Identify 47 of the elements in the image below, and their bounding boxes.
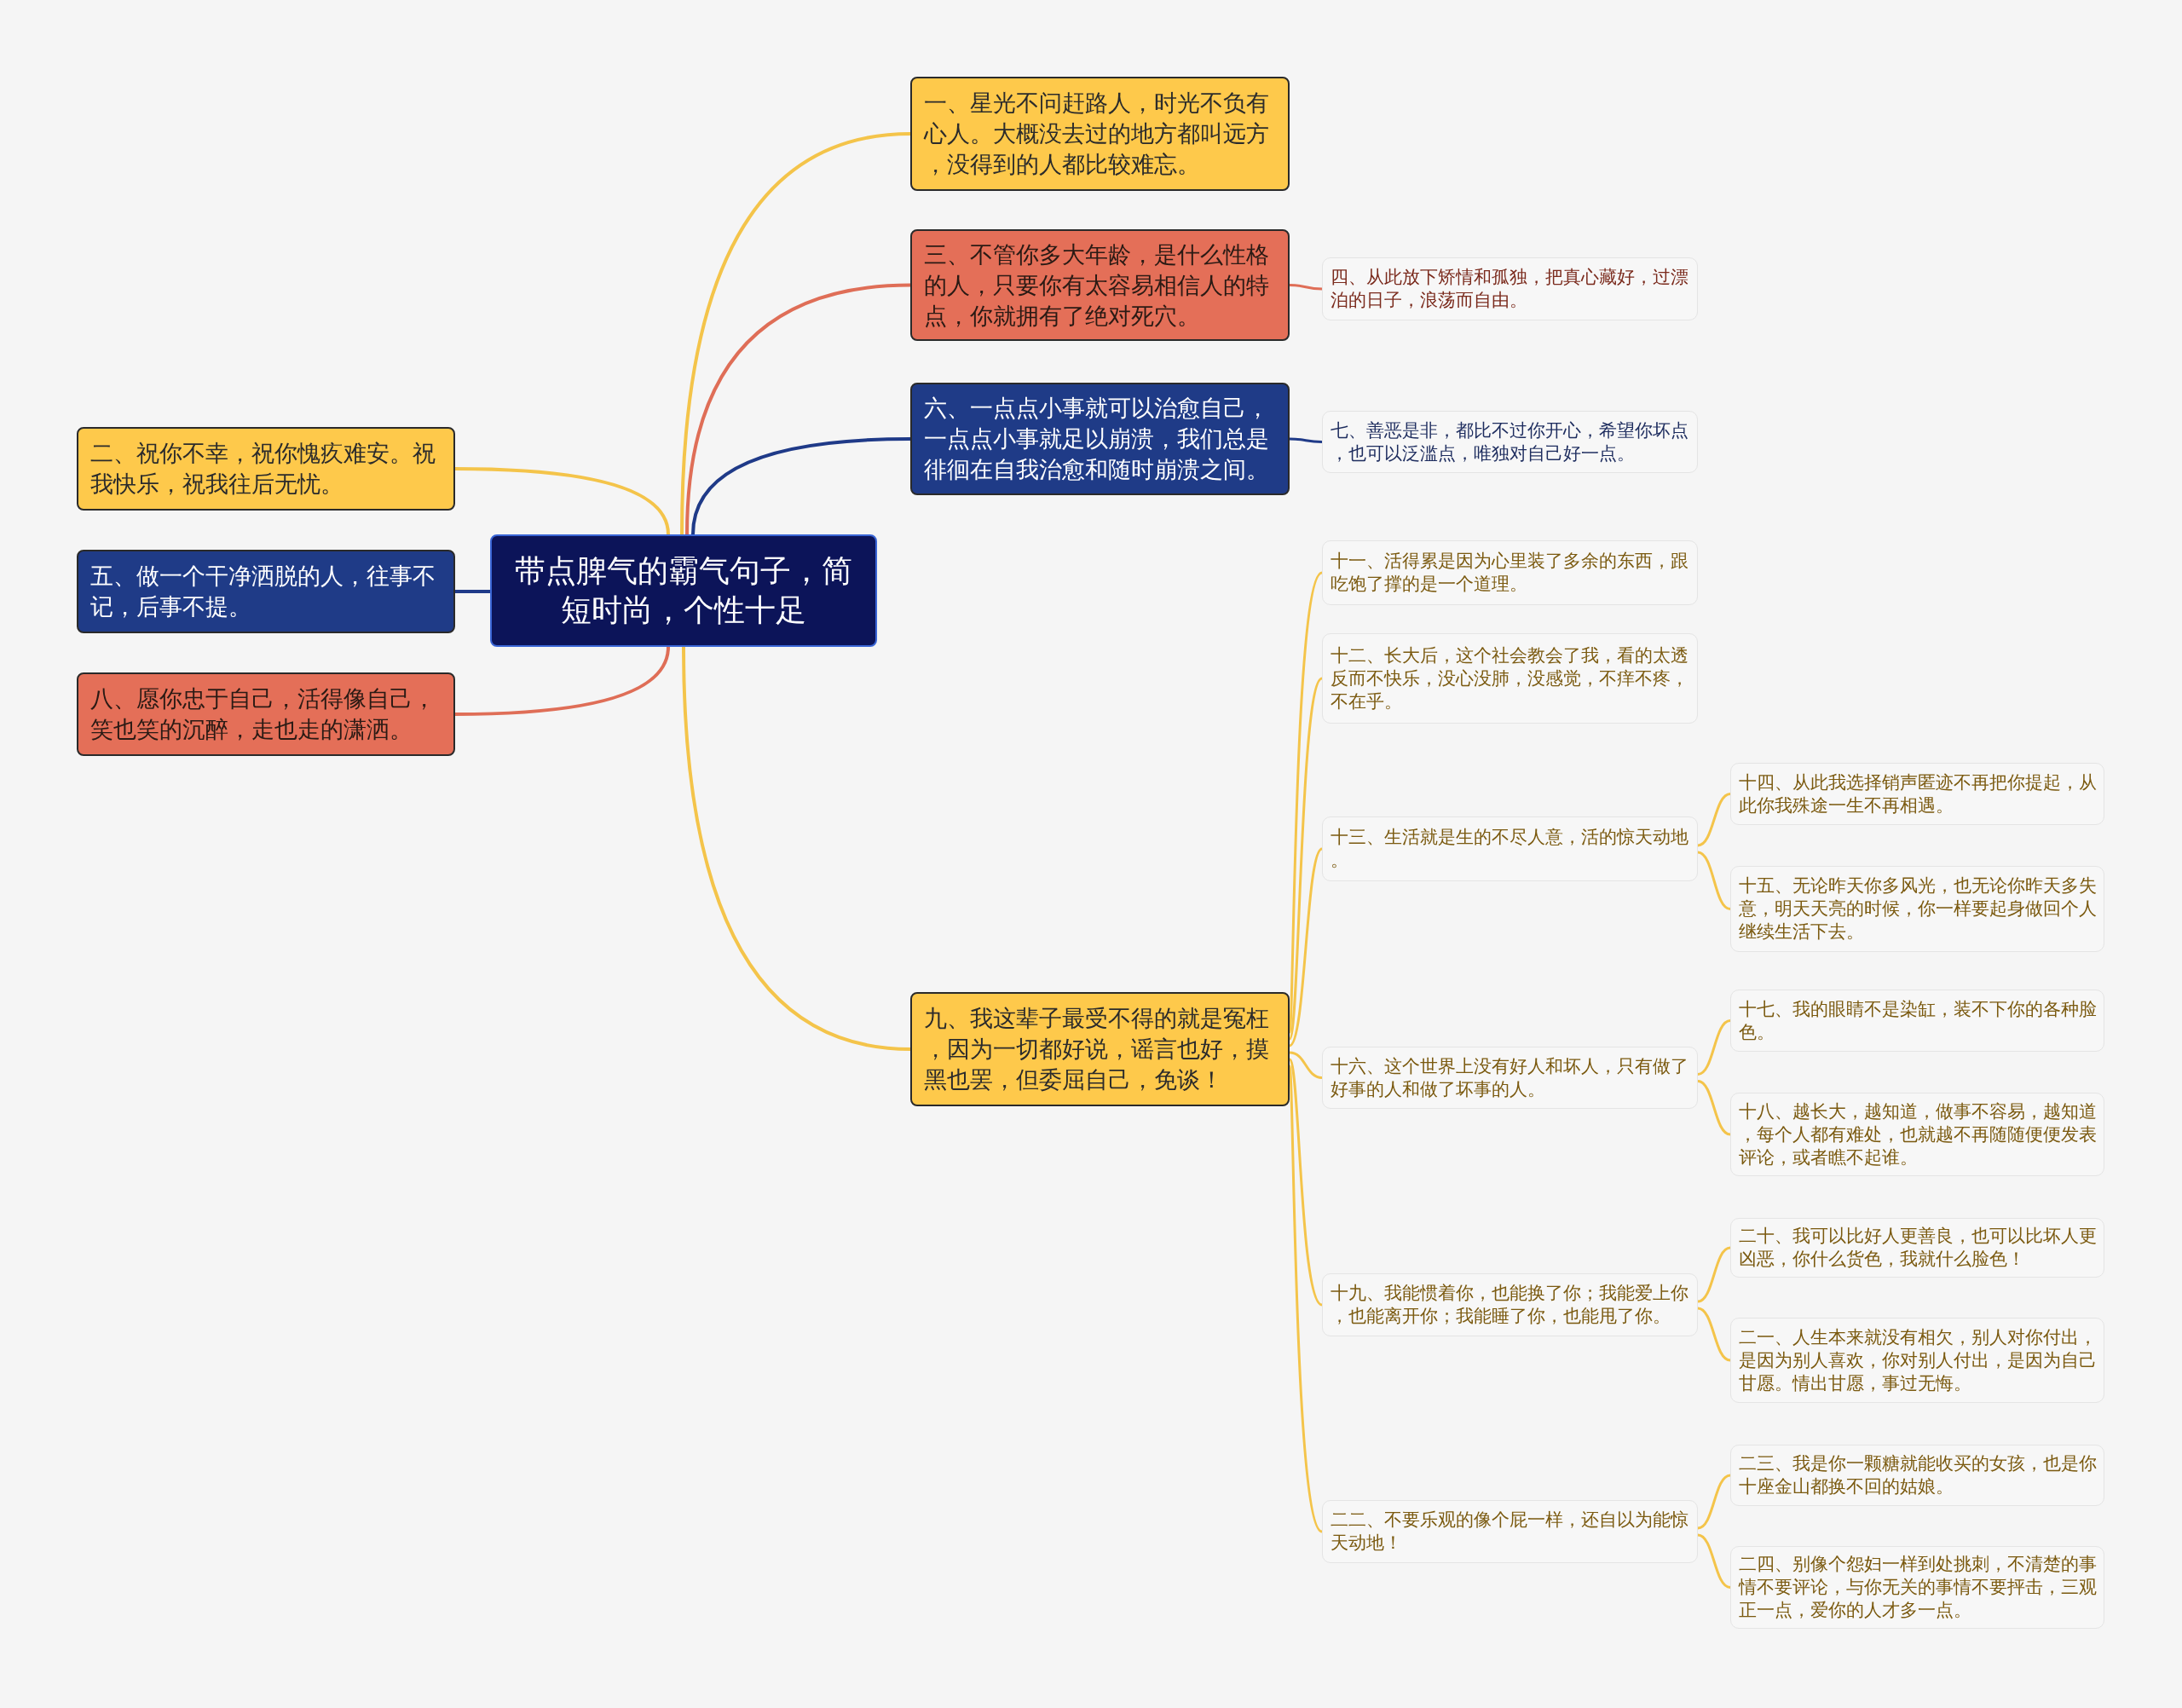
subtopic-box: 二一、人生本来就没有相欠，别人对你付出，是因为别人喜欢，你对别人付出，是因为自己甘愿。情出甘愿，事过无悔。 bbox=[1730, 1318, 2104, 1403]
topic-box: 九、我这辈子最受不得的就是冤枉，因为一切都好说，谣言也好，摸黑也罢，但委屈自己，免谈！ bbox=[910, 992, 1290, 1106]
connector-line bbox=[455, 590, 490, 593]
topic-box: 六、一点点小事就可以治愈自己，一点点小事就足以崩溃，我们总是徘徊在自我治愈和随时崩溃之间。 bbox=[910, 383, 1290, 495]
connector-line bbox=[682, 646, 911, 1051]
central-topic-box: 带点脾气的霸气句子，简短时尚，个性十足 bbox=[490, 534, 877, 647]
connector-line bbox=[1288, 847, 1324, 1047]
connector-line bbox=[691, 437, 911, 535]
topic-box: 八、愿你忠于自己，活得像自己，笑也笑的沉醉，走也走的潇洒。 bbox=[77, 672, 455, 756]
subtopic-box: 十三、生活就是生的不尽人意，活的惊天动地。 bbox=[1322, 816, 1698, 881]
subtopic-box: 十二、长大后，这个社会教会了我，看的太透反而不快乐，没心没肺，没感觉，不痒不疼，不在乎。 bbox=[1322, 633, 1698, 724]
subtopic-box: 十五、无论昨天你多风光，也无论你昨天多失意，明天天亮的时候，你一样要起身做回个人继续生活下去。 bbox=[1730, 866, 2104, 952]
connector-line bbox=[1288, 1059, 1324, 1307]
connector-line bbox=[1289, 1051, 1323, 1079]
subtopic-box: 十八、越长大，越知道，做事不容易，越知道，每个人都有难处，也就越不再随随便便发表评论，或者瞧不起谁。 bbox=[1730, 1093, 2104, 1176]
connector-line bbox=[1697, 1019, 1731, 1076]
connector-line bbox=[1288, 678, 1324, 1040]
subtopic-box: 四、从此放下矫情和孤独，把真心藏好，过漂泊的日子，浪荡而自由。 bbox=[1322, 257, 1698, 320]
subtopic-box: 十一、活得累是因为心里装了多余的东西，跟吃饱了撑的是一个道理。 bbox=[1322, 540, 1698, 605]
connector-line bbox=[1697, 1307, 1731, 1362]
subtopic-box: 二四、别像个怨妇一样到处挑刺，不清楚的事情不要评论，与你无关的事情不要抨击，三观正一点，爱你的人才多一点。 bbox=[1730, 1546, 2104, 1629]
subtopic-box: 十四、从此我选择销声匿迹不再把你提起，从此你我殊途一生不再相遇。 bbox=[1730, 763, 2104, 825]
subtopic-box: 二十、我可以比好人更善良，也可以比坏人更凶恶，你什么货色，我就什么脸色！ bbox=[1730, 1218, 2104, 1278]
connector-line bbox=[680, 132, 911, 535]
connector-line bbox=[1697, 793, 1731, 847]
connector-line bbox=[1697, 1474, 1731, 1530]
topic-box: 二、祝你不幸，祝你愧疚难安。祝我快乐，祝我往后无忧。 bbox=[77, 427, 455, 511]
subtopic-box: 七、善恶是非，都比不过你开心，希望你坏点，也可以泛滥点，唯独对自己好一点。 bbox=[1322, 411, 1698, 473]
connector-line bbox=[1697, 1533, 1731, 1589]
subtopic-box: 十九、我能惯着你，也能换了你；我能爱上你，也能离开你；我能睡了你，也能甩了你。 bbox=[1322, 1273, 1698, 1336]
connector-line bbox=[1697, 1246, 1731, 1303]
connector-line bbox=[1289, 437, 1323, 443]
subtopic-box: 二三、我是你一颗糖就能收买的女孩，也是你十座金山都换不回的姑娘。 bbox=[1730, 1445, 2104, 1506]
topic-box: 五、做一个干净洒脱的人，往事不记，后事不提。 bbox=[77, 550, 455, 633]
connector-line bbox=[1697, 851, 1731, 910]
connector-line bbox=[454, 646, 670, 716]
subtopic-box: 二二、不要乐观的像个屁一样，还自以为能惊天动地！ bbox=[1322, 1500, 1698, 1563]
connector-line bbox=[1288, 572, 1324, 1033]
topic-box: 三、不管你多大年龄，是什么性格的人，只要你有太容易相信人的特点，你就拥有了绝对死穴。 bbox=[910, 229, 1290, 341]
connector-line bbox=[454, 467, 670, 535]
subtopic-box: 十六、这个世界上没有好人和坏人，只有做了好事的人和做了坏事的人。 bbox=[1322, 1047, 1698, 1109]
connector-line bbox=[1289, 284, 1323, 291]
topic-box: 一、星光不问赶路人，时光不负有心人。大概没去过的地方都叫远方，没得到的人都比较难忘。 bbox=[910, 77, 1290, 191]
connector-line bbox=[1288, 1065, 1324, 1532]
connector-line bbox=[685, 283, 911, 535]
subtopic-box: 十七、我的眼睛不是染缸，装不下你的各种脸色。 bbox=[1730, 990, 2104, 1052]
connector-line bbox=[1697, 1080, 1731, 1136]
